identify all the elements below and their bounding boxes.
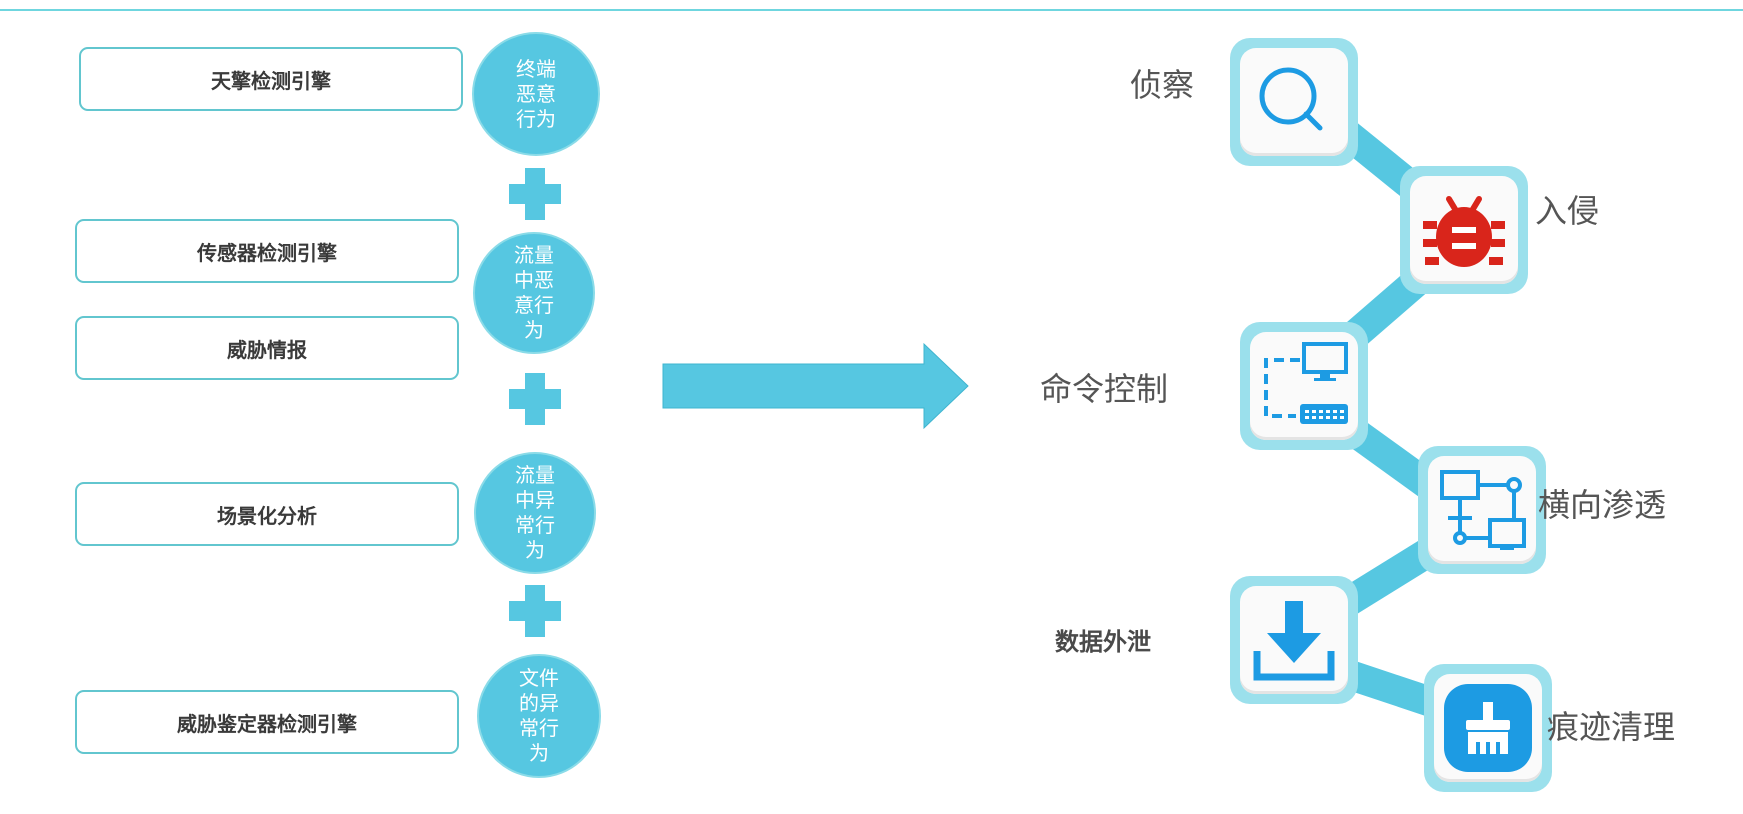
engine-box-threat-appraiser: 威胁鉴定器检测引擎 — [75, 690, 459, 754]
bug-icon — [1423, 196, 1505, 267]
engine-box-sensor: 传感器检测引擎 — [75, 219, 459, 283]
stage-label-recon: 侦察 — [1130, 66, 1195, 104]
behavior-circle-traffic-malicious: 流量中恶意行为 — [473, 232, 595, 354]
stage-label-data-exfiltration: 数据外泄 — [1055, 628, 1151, 656]
behavior-circle-file-anomaly: 文件的异常行为 — [477, 654, 601, 778]
download-icon — [1253, 601, 1335, 681]
top-divider — [0, 9, 1743, 11]
network-topology-icon — [1440, 470, 1526, 550]
stage-label-lateral-movement: 横向渗透 — [1538, 486, 1667, 524]
plus-icon — [509, 373, 561, 425]
right-arrow-icon — [662, 342, 969, 430]
stage-tile-intrusion — [1400, 166, 1528, 294]
behavior-label: 文件的异常行为 — [519, 666, 559, 765]
stage-label-intrusion: 入侵 — [1535, 192, 1600, 230]
engine-box-tianqing: 天擎检测引擎 — [79, 47, 463, 111]
engine-box-threat-intel: 威胁情报 — [75, 316, 459, 380]
stage-tile-trace-cleanup — [1424, 664, 1552, 792]
behavior-circle-endpoint: 终端恶意行为 — [472, 32, 600, 156]
stage-label-command-control: 命令控制 — [1040, 370, 1169, 408]
behavior-label: 流量中恶意行为 — [514, 243, 554, 342]
network-device-icon — [1264, 342, 1348, 424]
stage-label-trace-cleanup: 痕迹清理 — [1547, 708, 1676, 746]
stage-tile-recon — [1230, 38, 1358, 166]
stage-tile-command-control — [1240, 322, 1368, 450]
engine-box-scenario-analysis: 场景化分析 — [75, 482, 459, 546]
behavior-circle-traffic-anomaly: 流量中异常行为 — [474, 452, 596, 574]
plus-icon — [509, 168, 561, 220]
stage-tile-data-exfiltration — [1230, 576, 1358, 704]
cleanup-brush-icon — [1444, 684, 1532, 772]
behavior-label: 流量中异常行为 — [515, 463, 555, 562]
plus-icon — [509, 585, 561, 637]
stage-tile-lateral-movement — [1418, 446, 1546, 574]
magnifier-icon — [1259, 67, 1323, 131]
behavior-label: 终端恶意行为 — [516, 56, 556, 131]
